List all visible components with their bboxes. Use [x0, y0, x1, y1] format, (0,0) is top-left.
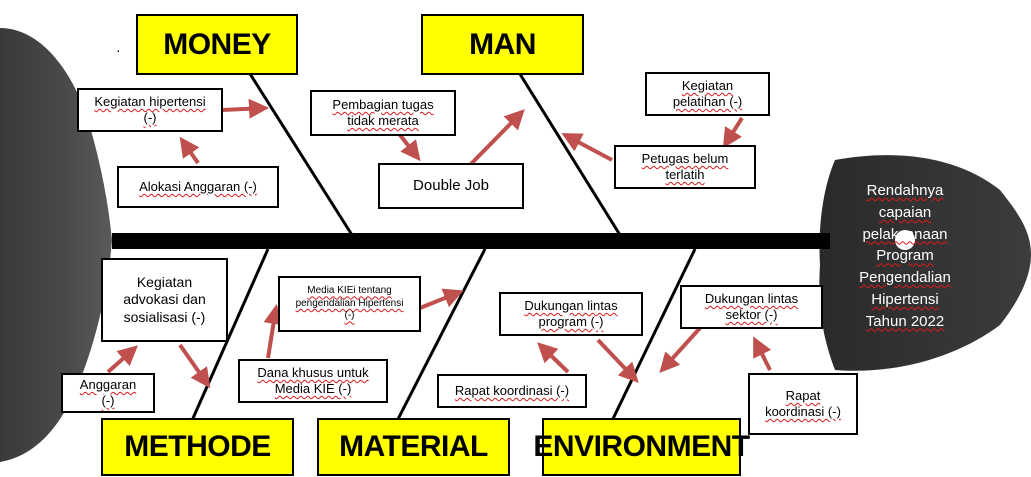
cause-dukungan-lintas-program: Dukungan lintas program (-) — [499, 292, 643, 336]
effect-text: Rendahnya capaian pelaksanaan Program Pe… — [859, 182, 951, 330]
fish-head — [819, 155, 1031, 371]
cause-anggaran: Anggaran (-) — [61, 373, 155, 413]
arrow-program-to-environment — [596, 338, 639, 383]
arrow-petugas-to-man — [561, 133, 613, 162]
fish-spine — [112, 233, 830, 249]
cause-alokasi-anggaran: Alokasi Anggaran (-) — [117, 166, 279, 208]
arrow-rapat2-to-sektor — [753, 336, 772, 371]
arrow-pembagian-to-doublejob — [398, 133, 421, 162]
arrow-advokasi-to-methode — [178, 343, 211, 389]
category-material: MATERIAL — [317, 418, 510, 476]
category-methode: METHODE — [101, 418, 294, 476]
arrow-alokasi-to-kegiatan — [179, 136, 200, 165]
arrow-doublejob-to-man — [468, 109, 525, 167]
bone-material — [393, 248, 487, 426]
bone-environment — [608, 248, 697, 426]
fish-eye — [895, 230, 915, 250]
fish-tail — [0, 28, 112, 462]
cause-rapat-koordinasi-2: Rapat koordinasi (-) — [748, 373, 858, 435]
cause-media-kie: Media KIEi tentang pengendalian Hiperten… — [278, 276, 421, 332]
arrow-sektor-to-environment — [659, 326, 702, 373]
bone-money — [238, 57, 354, 236]
cause-kegiatan-advokasi: Kegiatan advokasi dan sosialisasi (-) — [101, 258, 228, 342]
bone-man — [508, 57, 622, 236]
arrow-pelatihan-to-petugas — [722, 116, 744, 149]
cause-dana-khusus: Dana khusus untuk Media KIE (-) — [238, 359, 388, 403]
cause-rapat-koordinasi-1: Rapat koordinasi (-) — [437, 374, 587, 408]
arrow-rapat1-to-program — [537, 342, 570, 374]
cause-kegiatan-pelatihan: Kegiatan pelatihan (-) — [645, 72, 770, 116]
arrow-dana-to-media — [263, 304, 284, 359]
category-environment: ENVIRONMENT — [533, 418, 750, 476]
cause-kegiatan-hipertensi: Kegiatan hipertensi (-) — [77, 88, 223, 132]
arrow-kegiatan-to-money — [221, 98, 269, 119]
category-money: MONEY — [136, 14, 298, 75]
arrow-media-to-material — [419, 288, 464, 310]
bone-methode — [188, 248, 270, 426]
category-man: MAN — [421, 14, 584, 75]
cause-petugas-belum-terlatih: Petugas belum terlatih — [614, 145, 756, 189]
cause-dukungan-lintas-sektor: Dukungan lintas sektor (-) — [680, 285, 823, 329]
cause-double-job: Double Job — [378, 163, 524, 209]
arrow-anggaran-to-advokasi — [106, 345, 138, 374]
stray-dot: · — [116, 42, 121, 58]
cause-pembagian-tugas: Pembagian tugas tidak merata — [310, 90, 456, 136]
